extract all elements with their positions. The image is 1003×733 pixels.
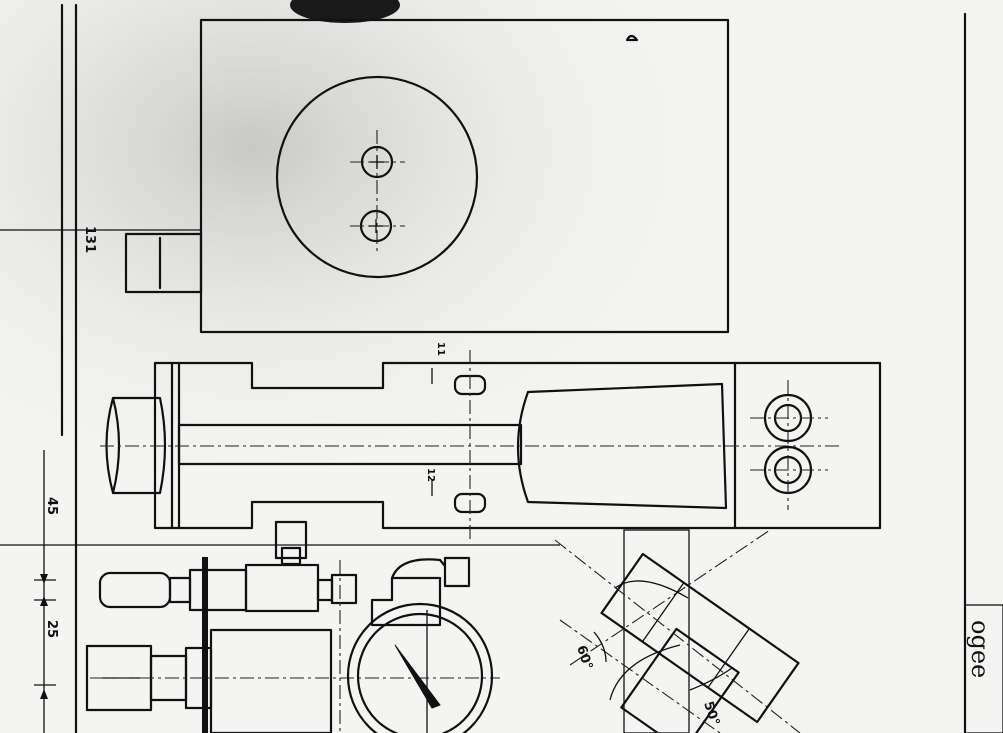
end-cap (105, 396, 167, 495)
angle-50-label: 50° (700, 700, 722, 728)
front-view-assembly (85, 520, 500, 733)
side-view-body (100, 350, 882, 540)
signature: ogee (966, 620, 994, 678)
dimension-11: 11 (435, 342, 446, 356)
disc (275, 75, 479, 279)
angled-views (554, 529, 801, 733)
dimension-25: 25 (44, 620, 59, 638)
dimension-131: 131 (82, 226, 97, 253)
dimension-12: 12 (425, 468, 436, 482)
top-view-plate (124, 18, 730, 334)
gauge-needle-icon (394, 644, 441, 709)
cylinder-body (209, 628, 333, 733)
dimension-45: 45 (44, 497, 59, 515)
pressure-gauge (346, 602, 494, 733)
vertical-dimension-line (34, 450, 56, 733)
angle-60-label: 60° (573, 644, 595, 672)
paper-shadow (290, 0, 400, 23)
signature-box (964, 604, 1003, 733)
tapered-sleeve (516, 382, 728, 510)
shaft (177, 423, 523, 466)
